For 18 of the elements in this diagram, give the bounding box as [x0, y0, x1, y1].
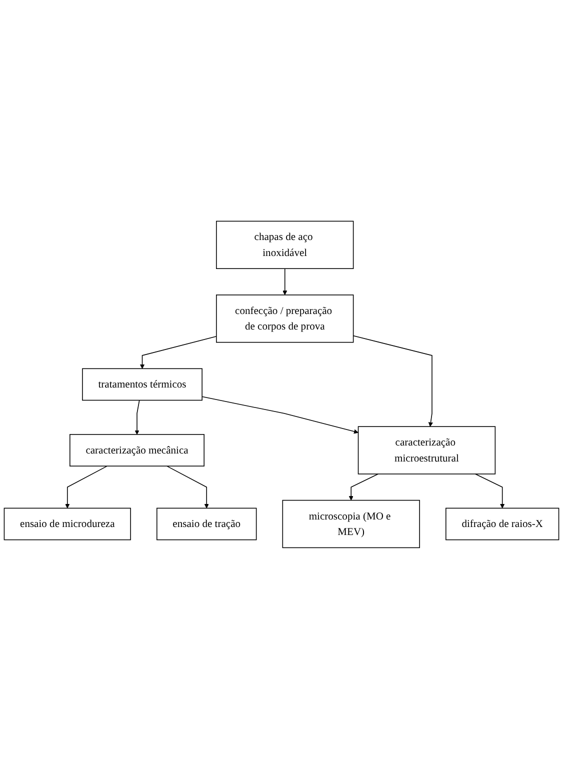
- node-box: difração de raios-X: [446, 508, 560, 540]
- node-box: ensaio de microdureza: [4, 508, 131, 540]
- arrow: [348, 474, 378, 501]
- node-box: caracterização microestrutural: [358, 426, 496, 474]
- arrow: [474, 474, 505, 508]
- node-box: chapas de aço inoxidável: [216, 220, 354, 270]
- node-box: tratamentos térmicos: [82, 368, 202, 401]
- arrow: [140, 336, 217, 369]
- arrow: [282, 268, 288, 296]
- node-box: caracterização mecânica: [70, 434, 204, 467]
- arrow: [352, 335, 433, 427]
- node-box: confecção / preparação de corpos de prova: [216, 294, 354, 343]
- node-box: microscopia (MO e MEV): [282, 500, 420, 548]
- arrow: [166, 466, 209, 508]
- arrow: [202, 396, 358, 434]
- arrow: [134, 400, 140, 435]
- node-box: ensaio de tração: [156, 508, 257, 540]
- arrow: [65, 466, 108, 508]
